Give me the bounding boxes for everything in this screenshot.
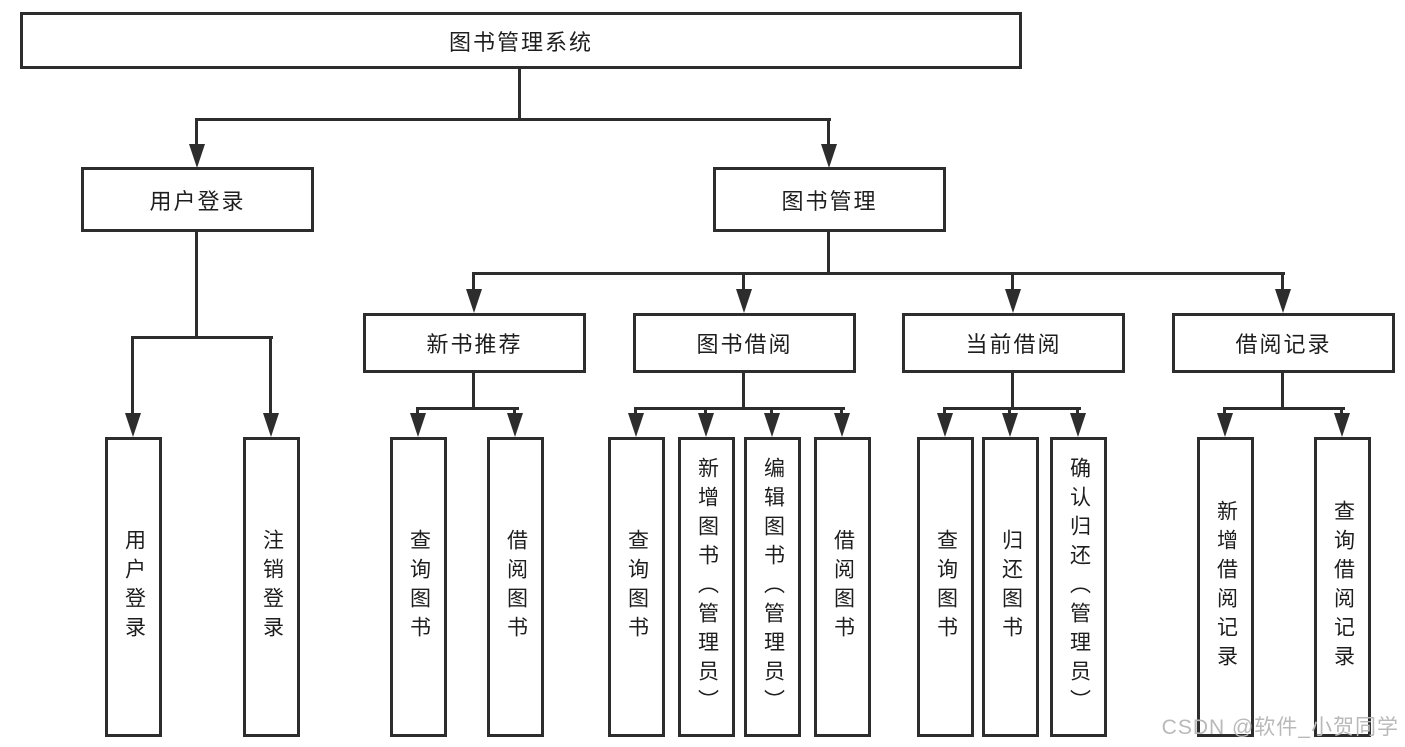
connector-drop	[704, 407, 707, 417]
connector-to-new-books	[472, 272, 475, 294]
arrowhead	[821, 144, 837, 168]
node-borrow-records: 借阅记录	[1172, 313, 1395, 373]
connector-to-book-mgmt	[827, 118, 830, 148]
leaf-bb-edit-book-admin: 编辑图书（管理员）	[744, 437, 801, 737]
leaf-br-add-record: 新增借阅记录	[1197, 437, 1254, 737]
connector-book-borrow-split	[634, 407, 845, 410]
connector-to-current-borrow	[1011, 272, 1014, 294]
node-book-borrow: 图书借阅	[633, 313, 856, 373]
connector-drop	[1340, 407, 1343, 417]
connector-drop	[513, 407, 516, 417]
connector-drop	[634, 407, 637, 417]
connector-new-books-split	[416, 407, 519, 410]
connector-drop	[1008, 407, 1011, 417]
leaf-br-query-record: 查询借阅记录	[1314, 437, 1371, 737]
arrowhead	[189, 144, 205, 168]
connector-l2-split	[472, 272, 1285, 275]
arrowhead	[1002, 413, 1018, 437]
connector-user-login-trunk	[195, 231, 198, 338]
node-new-book-recommend: 新书推荐	[363, 313, 586, 373]
leaf-logout: 注销登录	[243, 437, 300, 737]
arrowhead	[834, 413, 850, 437]
connector-to-borrow-records	[1281, 272, 1284, 294]
leaf-bb-add-book-admin: 新增图书（管理员）	[678, 437, 735, 737]
connector-drop	[840, 407, 843, 417]
arrowhead	[1334, 413, 1350, 437]
arrowhead	[698, 413, 714, 437]
connector-new-books-trunk	[472, 371, 475, 409]
arrowhead	[507, 413, 523, 437]
connector-current-borrow-trunk	[1011, 371, 1014, 409]
leaf-cb-query-book: 查询图书	[917, 437, 974, 737]
arrowhead	[1070, 413, 1086, 437]
arrowhead	[466, 289, 482, 313]
node-current-borrow: 当前借阅	[902, 313, 1125, 373]
leaf-bb-query-book: 查询图书	[608, 437, 665, 737]
arrowhead	[736, 289, 752, 313]
connector-borrow-records-trunk	[1281, 371, 1284, 409]
leaf-user-login: 用户登录	[105, 437, 162, 737]
arrowhead	[1275, 289, 1291, 313]
connector-to-leaf-logout	[269, 336, 272, 416]
leaf-bb-borrow-book: 借阅图书	[814, 437, 871, 737]
connector-to-book-borrow	[742, 272, 745, 294]
connector-drop	[1076, 407, 1079, 417]
connector-to-leaf-user-login	[131, 336, 134, 416]
connector-drop	[770, 407, 773, 417]
node-user-login: 用户登录	[81, 167, 314, 232]
arrowhead	[263, 413, 279, 437]
arrowhead	[410, 413, 426, 437]
node-book-management: 图书管理	[713, 167, 946, 232]
arrowhead	[125, 413, 141, 437]
arrowhead	[764, 413, 780, 437]
connector-user-login-split	[131, 336, 273, 339]
connector-book-borrow-trunk	[742, 371, 745, 409]
csdn-watermark: CSDN @软件_小贺同学	[1161, 716, 1399, 739]
connector-drop	[416, 407, 419, 417]
arrowhead	[937, 413, 953, 437]
connector-book-mgmt-trunk	[827, 230, 830, 275]
leaf-cb-return-book: 归还图书	[982, 437, 1039, 737]
connector-to-user-login	[195, 118, 198, 148]
connector-current-borrow-split	[943, 407, 1081, 410]
leaf-nb-borrow-book: 借阅图书	[487, 437, 544, 737]
node-root: 图书管理系统	[20, 12, 1022, 69]
connector-l1-split	[195, 118, 831, 121]
arrowhead	[628, 413, 644, 437]
leaf-cb-confirm-return-admin: 确认归还（管理员）	[1050, 437, 1107, 737]
arrowhead	[1005, 289, 1021, 313]
connector-drop	[1223, 407, 1226, 417]
arrowhead	[1217, 413, 1233, 437]
connector-borrow-records-split	[1223, 407, 1345, 410]
leaf-nb-query-book: 查询图书	[390, 437, 447, 737]
connector-root-trunk	[518, 69, 521, 120]
connector-drop	[943, 407, 946, 417]
